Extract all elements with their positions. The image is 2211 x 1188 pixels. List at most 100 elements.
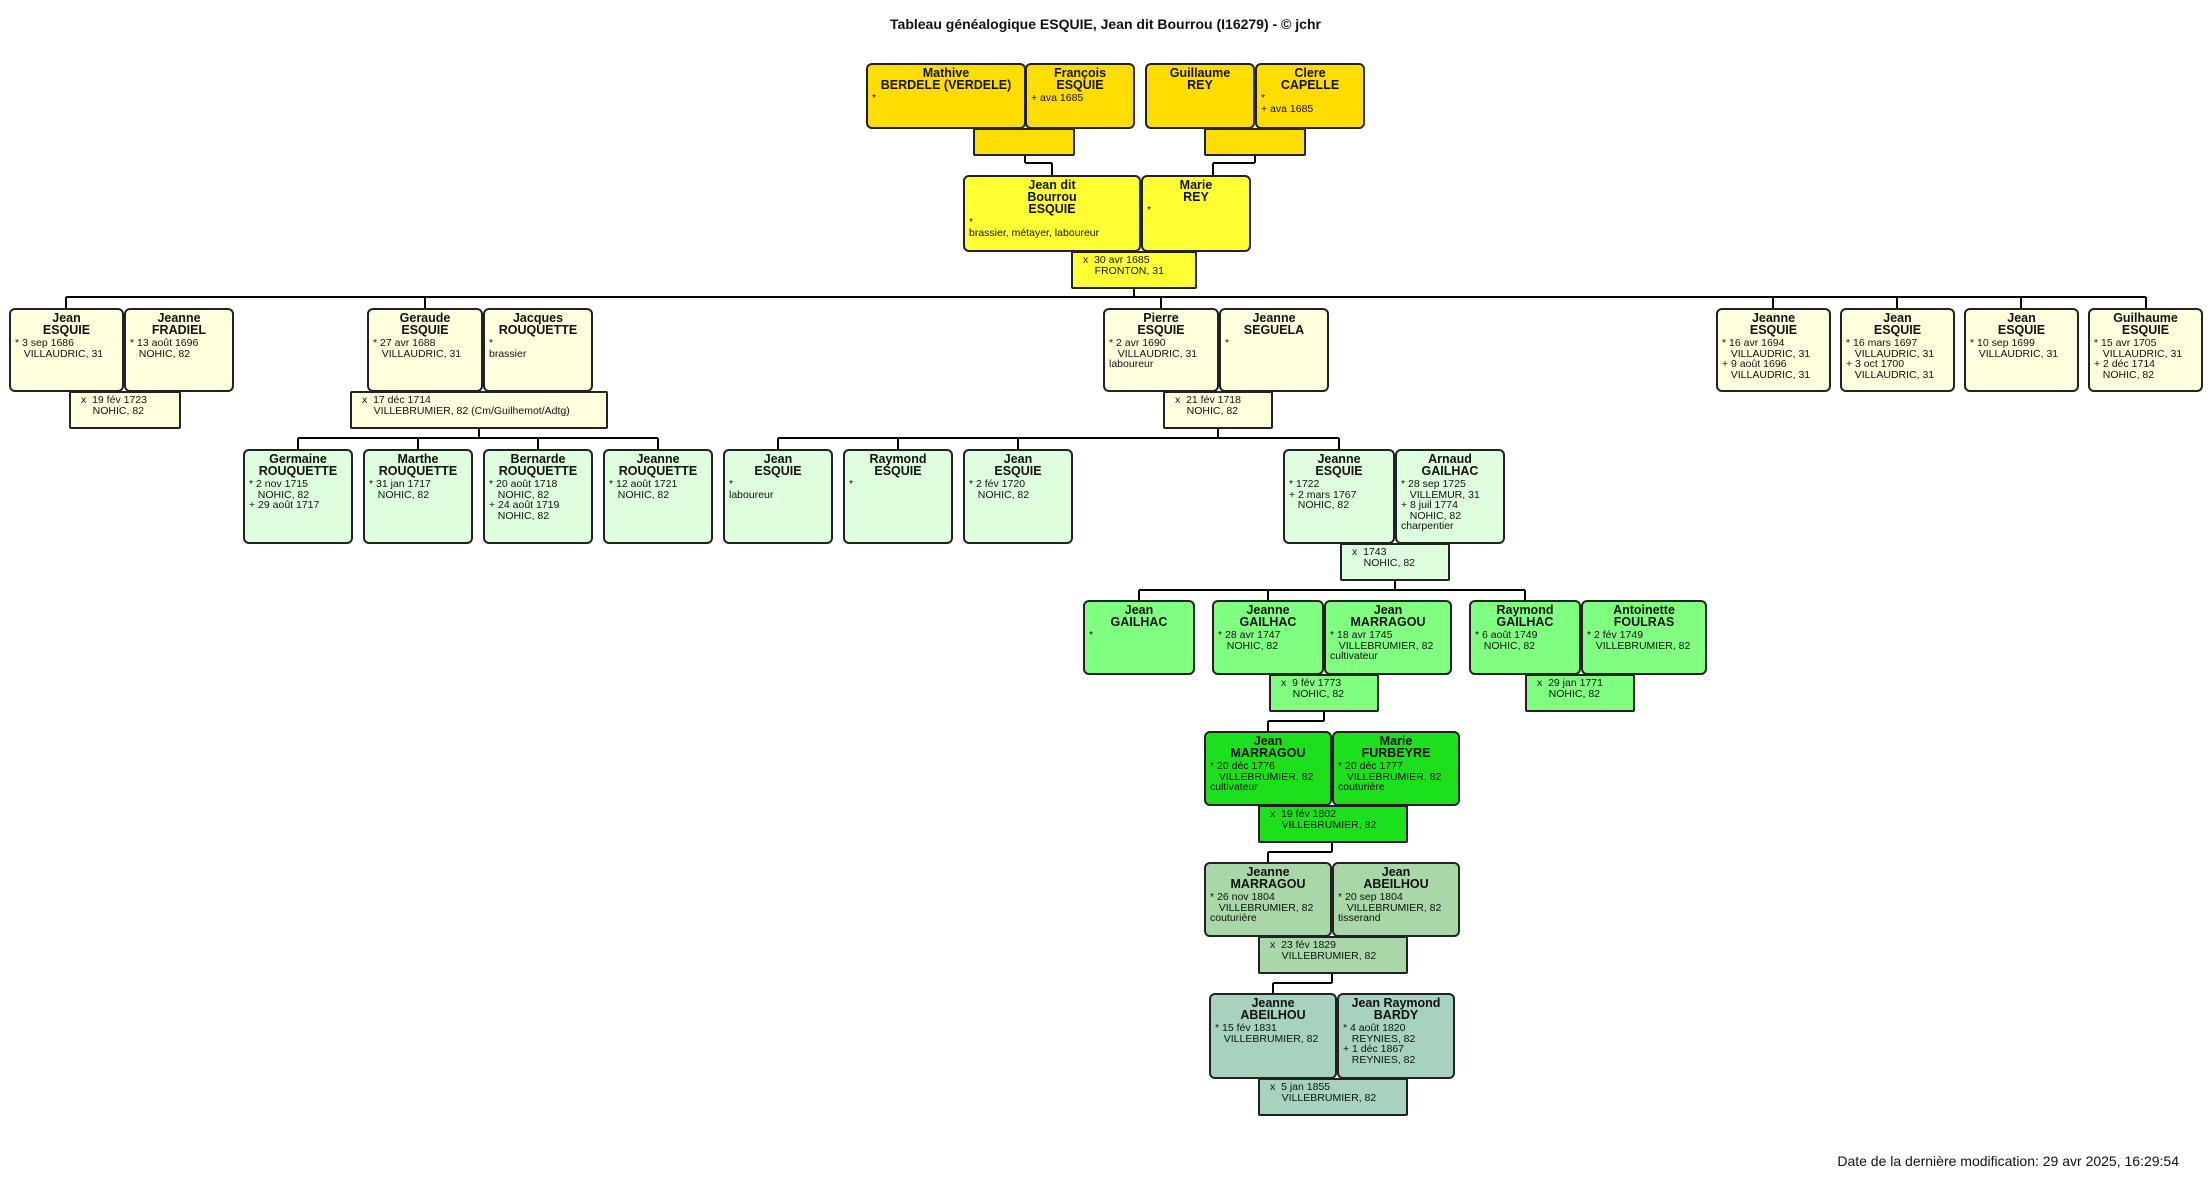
marriage-box[interactable]	[973, 128, 1075, 156]
last-modified: Date de la dernière modification: 29 avr…	[1837, 1153, 2179, 1169]
person-given-name: Jean	[763, 452, 793, 466]
person-given-name: Jean	[1003, 452, 1033, 466]
person-surname: ESQUIE	[1873, 323, 1922, 337]
person-given-name: Jean dit Bourrou	[1027, 178, 1077, 204]
person-details: * 16 mars 1697 VILLAUDRIC, 31 + 3 oct 17…	[1846, 337, 1935, 381]
marriage-details: x 17 déc 1714 VILLEBRUMIER, 82 (Cm/Guilh…	[362, 394, 570, 417]
person-given-name: Jeanne	[157, 311, 201, 325]
person-surname: MARRAGOU	[1350, 615, 1426, 629]
marriage-details: x 19 fév 1802 VILLEBRUMIER, 82	[1270, 808, 1377, 831]
person-given-name: Raymond	[869, 452, 927, 466]
person-surname: ESQUIE	[401, 323, 449, 337]
person-details: * brassier, métayer, laboureur	[969, 216, 1100, 239]
person-details: * 4 août 1820 REYNIES, 82 + 1 déc 1867 R…	[1343, 1022, 1416, 1066]
person-details: * 26 nov 1804 VILLEBRUMIER, 82 couturièr…	[1210, 891, 1314, 924]
person-surname: ESQUIE	[994, 464, 1042, 478]
person-given-name: Pierre	[1143, 311, 1179, 325]
chart-title: Tableau généalogique ESQUIE, Jean dit Bo…	[890, 16, 1321, 32]
person-details: * 20 août 1718 NOHIC, 82 + 24 août 1719 …	[489, 478, 560, 522]
person-surname: GAILHAC	[1110, 615, 1168, 629]
person-details: * 15 avr 1705 VILLAUDRIC, 31 + 2 déc 171…	[2094, 337, 2183, 381]
person-surname: ESQUIE	[2121, 323, 2170, 337]
person-details: * 15 fév 1831 VILLEBRUMIER, 82	[1215, 1022, 1319, 1045]
marriage-box[interactable]: x 9 fév 1773 NOHIC, 82	[1269, 674, 1379, 712]
marriage-box[interactable]: x 5 jan 1855 VILLEBRUMIER, 82	[1258, 1078, 1408, 1116]
person-surname: ESQUIE	[42, 323, 91, 337]
marriage-box[interactable]	[1204, 128, 1306, 156]
marriage-details: x 19 fév 1723 NOHIC, 82	[81, 394, 147, 417]
person-surname: FOULRAS	[1613, 615, 1675, 629]
person-surname: ESQUIE	[1997, 323, 2046, 337]
marriage-box[interactable]: x 19 fév 1802 VILLEBRUMIER, 82	[1258, 805, 1408, 843]
marriage-box[interactable]: x 19 fév 1723 NOHIC, 82	[69, 391, 181, 429]
marriage-details: x 1743 NOHIC, 82	[1352, 546, 1416, 569]
marriage-details: x 9 fév 1773 NOHIC, 82	[1281, 677, 1345, 700]
person-given-name: Jean	[1381, 865, 1411, 879]
person-details: * 10 sep 1699 VILLAUDRIC, 31	[1970, 337, 2059, 360]
marriage-details: x 5 jan 1855 VILLEBRUMIER, 82	[1270, 1081, 1377, 1104]
person-surname: REY	[1183, 190, 1209, 204]
person-given-name: François	[1053, 66, 1107, 80]
person-given-name: Jacques	[512, 311, 564, 325]
person-surname: FRADIEL	[151, 323, 207, 337]
person-surname: GAILHAC	[1496, 615, 1554, 629]
marriage-details: x 23 fév 1829 VILLEBRUMIER, 82	[1270, 939, 1377, 962]
marriage-box[interactable]: x 30 avr 1685 FRONTON, 31	[1071, 251, 1197, 289]
person-details: * 2 fév 1720 NOHIC, 82	[969, 478, 1030, 501]
marriage-box[interactable]: x 17 déc 1714 VILLEBRUMIER, 82 (Cm/Guilh…	[350, 391, 608, 429]
person-given-name: Jeanne	[1251, 996, 1295, 1010]
person-details: * 2 avr 1690 VILLAUDRIC, 31 laboureur	[1109, 337, 1198, 370]
marriage-details: x 30 avr 1685 FRONTON, 31	[1083, 254, 1164, 277]
marriage-box[interactable]: x 1743 NOHIC, 82	[1340, 543, 1450, 581]
person-surname: MARRAGOU	[1230, 877, 1306, 891]
person-surname: ROUQUETTE	[498, 323, 578, 337]
person-surname: GAILHAC	[1421, 464, 1479, 478]
person-details: * 16 avr 1694 VILLAUDRIC, 31 + 9 août 16…	[1722, 337, 1811, 381]
marriage-box[interactable]: x 21 fév 1718 NOHIC, 82	[1163, 391, 1273, 429]
person-details: * 20 déc 1777 VILLEBRUMIER, 82 couturièr…	[1338, 760, 1442, 793]
person-given-name: Jean	[1124, 603, 1154, 617]
marriage-box[interactable]: x 29 jan 1771 NOHIC, 82	[1525, 674, 1635, 712]
person-details: * 18 avr 1745 VILLEBRUMIER, 82 cultivate…	[1330, 629, 1434, 662]
marriage-box[interactable]: x 23 fév 1829 VILLEBRUMIER, 82	[1258, 936, 1408, 974]
person-given-name: Marie	[1179, 178, 1213, 192]
person-surname: BARDY	[1373, 1008, 1419, 1022]
person-given-name: Germaine	[269, 452, 327, 466]
